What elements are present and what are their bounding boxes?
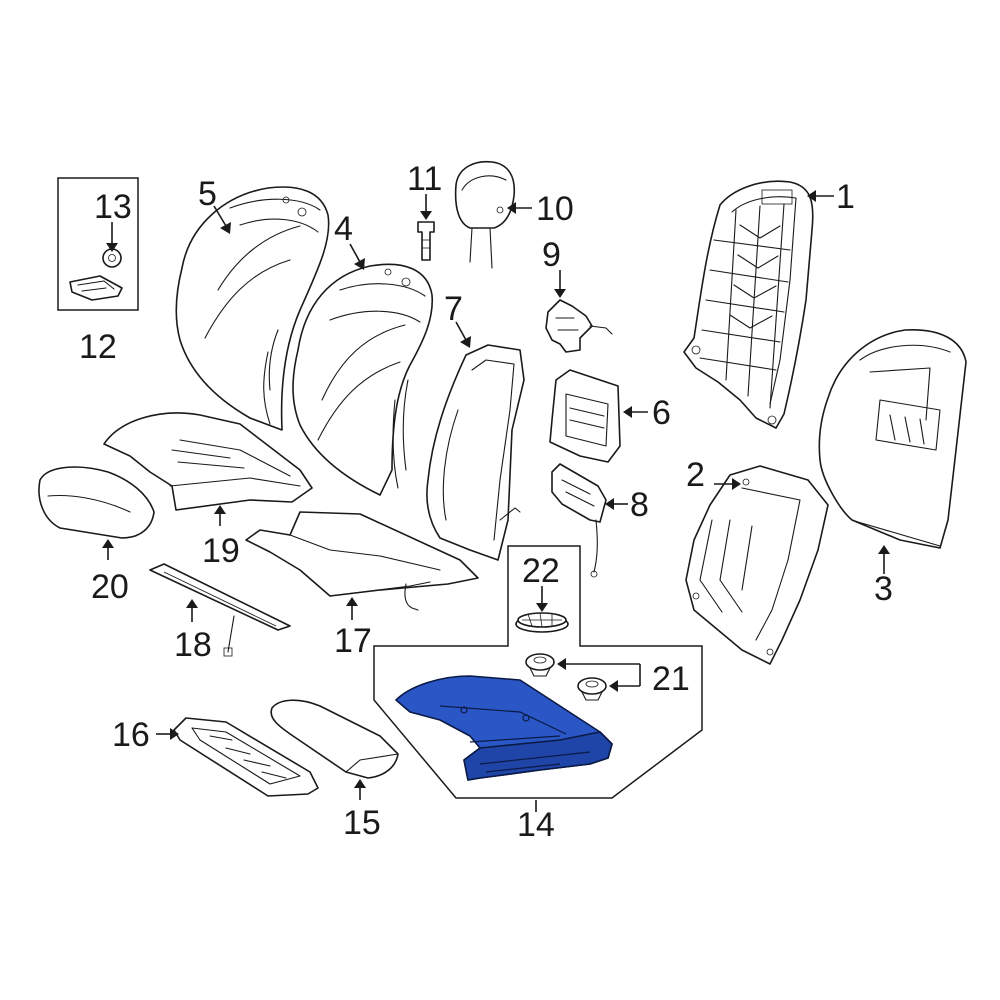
part-4-backrest-pad[interactable] [292, 263, 434, 496]
callout-1: 1 [836, 178, 855, 216]
part-12-switch[interactable] [69, 275, 123, 301]
callout-3: 3 [874, 570, 893, 608]
part-14-seat-cushion-foam[interactable] [395, 675, 613, 781]
callout-21: 21 [652, 660, 690, 698]
part-10-headrest[interactable] [454, 160, 516, 269]
part-22-vent-grille[interactable] [515, 612, 569, 633]
callout-18: 18 [174, 626, 212, 664]
part-8-heater-module[interactable] [551, 463, 607, 578]
part-18-occupancy-sensor[interactable] [149, 563, 291, 657]
part-21-grommet-upper[interactable] [525, 653, 555, 677]
part-21-grommet-lower[interactable] [577, 677, 607, 701]
part-7-backrest-panel[interactable] [426, 344, 525, 561]
part-20-cushion-bolster[interactable] [38, 466, 155, 539]
callout-17: 17 [334, 622, 372, 660]
callout-7: 7 [444, 290, 463, 328]
callout-22: 22 [522, 552, 560, 590]
callout-2: 2 [686, 456, 705, 494]
part-9-lumbar-motor[interactable] [545, 299, 613, 353]
callout-6: 6 [652, 394, 671, 432]
part-5-backrest-cover[interactable] [175, 186, 330, 431]
callout-14: 14 [517, 806, 555, 844]
inset-box-12 [57, 177, 139, 311]
part-15-side-bolster-pad[interactable] [270, 699, 399, 779]
callout-11: 11 [407, 160, 442, 198]
part-19-cushion-cover[interactable] [103, 412, 313, 511]
callout-4: 4 [334, 210, 353, 248]
callout-20: 20 [91, 568, 129, 606]
part-2-backrest-lower-frame[interactable] [685, 465, 829, 665]
callout-5: 5 [198, 175, 217, 213]
part-3-backrest-rear-panel[interactable] [818, 329, 967, 549]
part-16-side-bolster-frame[interactable] [173, 717, 319, 797]
callout-9: 9 [542, 236, 561, 274]
callout-10: 10 [536, 190, 574, 228]
part-1-backrest-frame[interactable] [683, 180, 814, 429]
callout-16: 16 [112, 716, 150, 754]
callout-8: 8 [630, 486, 649, 524]
part-17-cushion-heater[interactable] [245, 511, 479, 611]
part-11-headrest-guide[interactable] [417, 221, 435, 261]
callout-12: 12 [79, 328, 117, 366]
callout-13: 13 [94, 188, 132, 226]
callout-19: 19 [202, 532, 240, 570]
group-box-14 [373, 545, 703, 799]
part-6-lumbar-support[interactable] [549, 369, 621, 463]
callout-15: 15 [343, 804, 381, 842]
